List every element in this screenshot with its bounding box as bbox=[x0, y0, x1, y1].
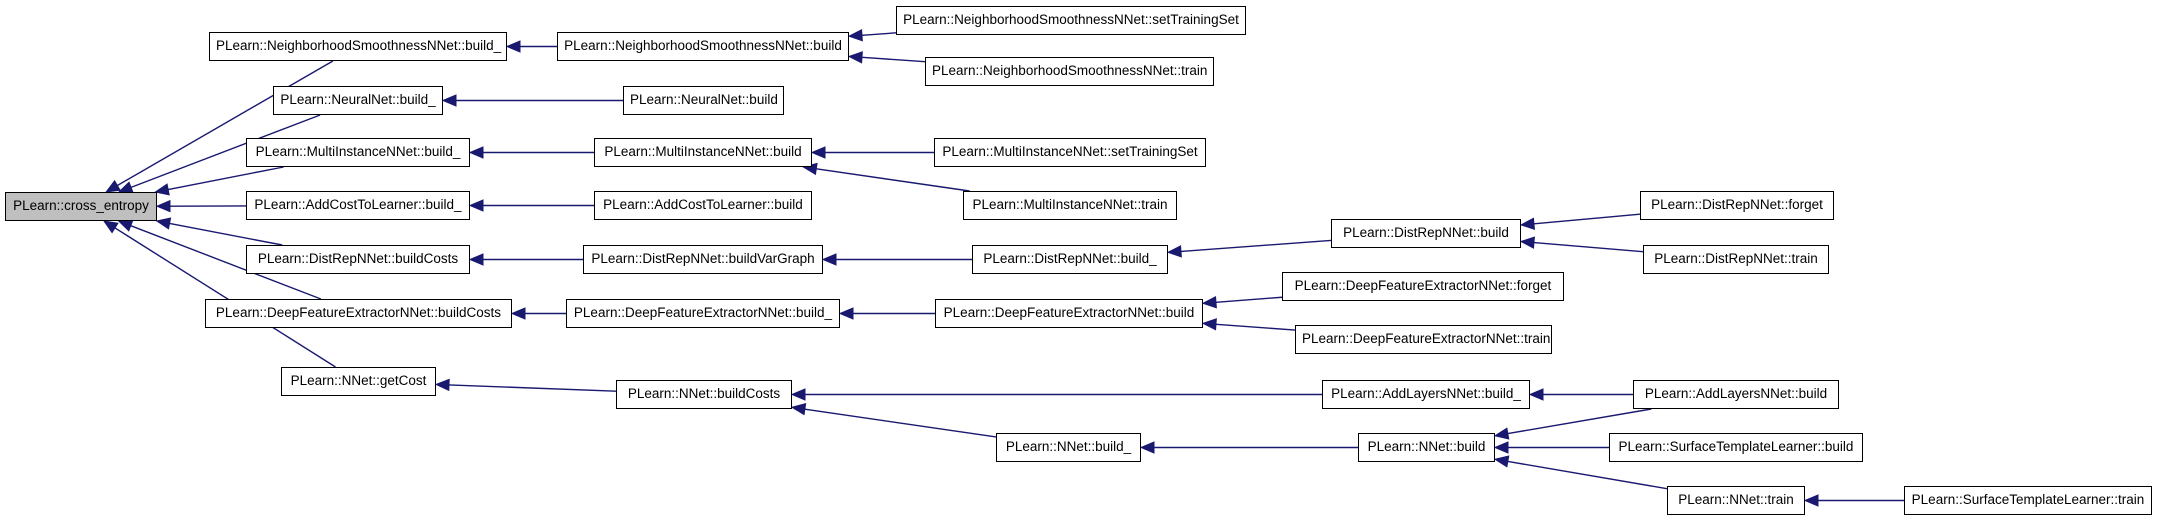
arrowhead-al_build_-to-nnet_buildCosts bbox=[790, 388, 806, 401]
node-add-layers-nnet-build-underscore[interactable]: PLearn::AddLayersNNet::build_ bbox=[1322, 380, 1530, 409]
arrowhead-mi_build_-to-cross_entropy bbox=[154, 183, 170, 196]
call-edge-al_build-to-nnet_build bbox=[1507, 408, 1652, 435]
call-edge-nsn_build_-to-cross_entropy bbox=[117, 60, 334, 187]
arrowhead-mi_setTrainingSet-to-mi_build bbox=[810, 146, 826, 159]
node-neural-net-build[interactable]: PLearn::NeuralNet::build bbox=[623, 86, 784, 115]
call-edge-dfe_train-to-dfe_build bbox=[1215, 323, 1296, 331]
arrowhead-actl_build-to-actl_build_ bbox=[468, 199, 484, 212]
arrowhead-dfe_build_-to-dfe_buildCosts bbox=[510, 307, 526, 320]
arrowhead-dr_buildVarGraph-to-dr_buildCosts bbox=[468, 253, 484, 266]
arrowhead-dr_build-to-dr_build_ bbox=[1166, 245, 1182, 258]
node-nnet-train[interactable]: PLearn::NNet::train bbox=[1667, 486, 1805, 515]
call-edge-mi_train-to-mi_build bbox=[816, 168, 970, 192]
arrowhead-nsn_train-to-nsn_build bbox=[847, 51, 863, 64]
node-neighborhood-smoothness-nnet-set-training-set[interactable]: PLearn::NeighborhoodSmoothnessNNet::setT… bbox=[896, 6, 1246, 35]
arrowhead-nsn_build_-to-cross_entropy bbox=[104, 179, 121, 193]
node-deep-feature-extractor-nnet-build-costs[interactable]: PLearn::DeepFeatureExtractorNNet::buildC… bbox=[205, 299, 512, 328]
call-edge-nnet_build_-to-nnet_buildCosts bbox=[804, 408, 997, 438]
node-dist-rep-nnet-build[interactable]: PLearn::DistRepNNet::build bbox=[1331, 219, 1521, 248]
node-add-layers-nnet-build[interactable]: PLearn::AddLayersNNet::build bbox=[1633, 380, 1839, 409]
call-edge-dr_forget-to-dr_build bbox=[1533, 213, 1641, 225]
node-dist-rep-nnet-build-costs[interactable]: PLearn::DistRepNNet::buildCosts bbox=[246, 245, 470, 274]
call-edge-dr_train-to-dr_build bbox=[1533, 241, 1644, 253]
arrowhead-nnet_buildCosts-to-nnet_getCost bbox=[434, 378, 450, 392]
call-edge-mi_build_-to-cross_entropy bbox=[168, 166, 284, 191]
arrowhead-actl_build_-to-cross_entropy bbox=[155, 199, 171, 213]
arrowhead-al_build-to-nnet_build bbox=[1493, 427, 1510, 440]
node-cross-entropy: PLearn::cross_entropy bbox=[5, 192, 157, 221]
node-neighborhood-smoothness-nnet-build-underscore[interactable]: PLearn::NeighborhoodSmoothnessNNet::buil… bbox=[209, 32, 507, 61]
arrowhead-nsn_build-to-nsn_build_ bbox=[505, 40, 521, 53]
node-dist-rep-nnet-build-var-graph[interactable]: PLearn::DistRepNNet::buildVarGraph bbox=[583, 245, 823, 274]
node-surface-template-learner-train[interactable]: PLearn::SurfaceTemplateLearner::train bbox=[1904, 486, 2152, 515]
arrowhead-neural_build-to-neural_build_ bbox=[441, 94, 457, 107]
node-dist-rep-nnet-forget[interactable]: PLearn::DistRepNNet::forget bbox=[1640, 191, 1834, 220]
call-edge-dr_buildCosts-to-cross_entropy bbox=[169, 222, 283, 246]
call-edges bbox=[102, 28, 1904, 507]
arrowhead-dr_train-to-dr_build bbox=[1519, 236, 1535, 249]
node-neighborhood-smoothness-nnet-train[interactable]: PLearn::NeighborhoodSmoothnessNNet::trai… bbox=[925, 57, 1214, 86]
arrowhead-nnet_build-to-nnet_build_ bbox=[1139, 441, 1155, 454]
node-nnet-build[interactable]: PLearn::NNet::build bbox=[1358, 433, 1495, 462]
node-multi-instance-nnet-build-underscore[interactable]: PLearn::MultiInstanceNNet::build_ bbox=[246, 138, 470, 167]
node-multi-instance-nnet-train[interactable]: PLearn::MultiInstanceNNet::train bbox=[963, 191, 1177, 220]
node-deep-feature-extractor-nnet-train[interactable]: PLearn::DeepFeatureExtractorNNet::train bbox=[1295, 325, 1552, 354]
call-edge-dfe_buildCosts-to-cross_entropy bbox=[130, 225, 322, 300]
call-edge-nnet_getCost-to-cross_entropy bbox=[114, 227, 336, 368]
call-edge-dr_build-to-dr_build_ bbox=[1180, 239, 1332, 253]
arrowhead-dr_buildCosts-to-cross_entropy bbox=[155, 217, 172, 230]
node-add-cost-to-learner-build-underscore[interactable]: PLearn::AddCostToLearner::build_ bbox=[246, 191, 470, 220]
call-edge-dfe_forget-to-dfe_build bbox=[1215, 296, 1283, 303]
node-add-cost-to-learner-build[interactable]: PLearn::AddCostToLearner::build bbox=[594, 191, 812, 220]
arrowhead-nnet_train-to-nnet_build bbox=[1493, 455, 1510, 468]
node-deep-feature-extractor-nnet-build-underscore[interactable]: PLearn::DeepFeatureExtractorNNet::build_ bbox=[566, 299, 840, 328]
node-multi-instance-nnet-build[interactable]: PLearn::MultiInstanceNNet::build bbox=[594, 138, 812, 167]
call-edge-nsn_train-to-nsn_build bbox=[861, 56, 926, 63]
node-nnet-build-underscore[interactable]: PLearn::NNet::build_ bbox=[996, 433, 1141, 462]
arrowhead-dfe_forget-to-dfe_build bbox=[1201, 296, 1217, 309]
arrowhead-dfe_build-to-dfe_build_ bbox=[838, 307, 854, 320]
call-edge-nnet_train-to-nnet_build bbox=[1507, 460, 1668, 490]
arrowhead-dr_build_-to-dr_buildVarGraph bbox=[821, 253, 837, 266]
arrowhead-nnet_getCost-to-cross_entropy bbox=[102, 220, 119, 234]
arrowhead-dr_forget-to-dr_build bbox=[1519, 217, 1536, 230]
node-neural-net-build-underscore[interactable]: PLearn::NeuralNet::build_ bbox=[273, 86, 443, 115]
arrowhead-stl_train-to-nnet_train bbox=[1803, 494, 1819, 507]
arrowhead-dfe_train-to-dfe_build bbox=[1201, 318, 1217, 331]
node-nnet-build-costs[interactable]: PLearn::NNet::buildCosts bbox=[616, 380, 792, 409]
call-edge-neural_build_-to-cross_entropy bbox=[130, 114, 321, 189]
arrowhead-dfe_buildCosts-to-cross_entropy bbox=[117, 220, 134, 232]
call-edge-nsn_setTrainingSet-to-nsn_build bbox=[861, 32, 897, 36]
arrowhead-mi_build-to-mi_build_ bbox=[468, 146, 484, 159]
arrowhead-nsn_setTrainingSet-to-nsn_build bbox=[847, 28, 863, 42]
arrowhead-nnet_build_-to-nnet_buildCosts bbox=[790, 403, 807, 416]
arrowhead-al_build-to-al_build_ bbox=[1528, 388, 1544, 401]
node-dist-rep-nnet-train[interactable]: PLearn::DistRepNNet::train bbox=[1643, 245, 1829, 274]
node-deep-feature-extractor-nnet-build[interactable]: PLearn::DeepFeatureExtractorNNet::build bbox=[935, 299, 1203, 328]
arrowhead-stl_build-to-nnet_build bbox=[1493, 441, 1509, 454]
node-neighborhood-smoothness-nnet-build[interactable]: PLearn::NeighborhoodSmoothnessNNet::buil… bbox=[557, 32, 849, 61]
node-surface-template-learner-build[interactable]: PLearn::SurfaceTemplateLearner::build bbox=[1609, 433, 1863, 462]
node-nnet-get-cost[interactable]: PLearn::NNet::getCost bbox=[281, 367, 436, 396]
node-dist-rep-nnet-build-underscore[interactable]: PLearn::DistRepNNet::build_ bbox=[972, 245, 1168, 274]
node-deep-feature-extractor-nnet-forget[interactable]: PLearn::DeepFeatureExtractorNNet::forget bbox=[1282, 272, 1564, 301]
node-multi-instance-nnet-set-training-set[interactable]: PLearn::MultiInstanceNNet::setTrainingSe… bbox=[934, 138, 1206, 167]
call-edge-nnet_buildCosts-to-nnet_getCost bbox=[448, 384, 617, 392]
